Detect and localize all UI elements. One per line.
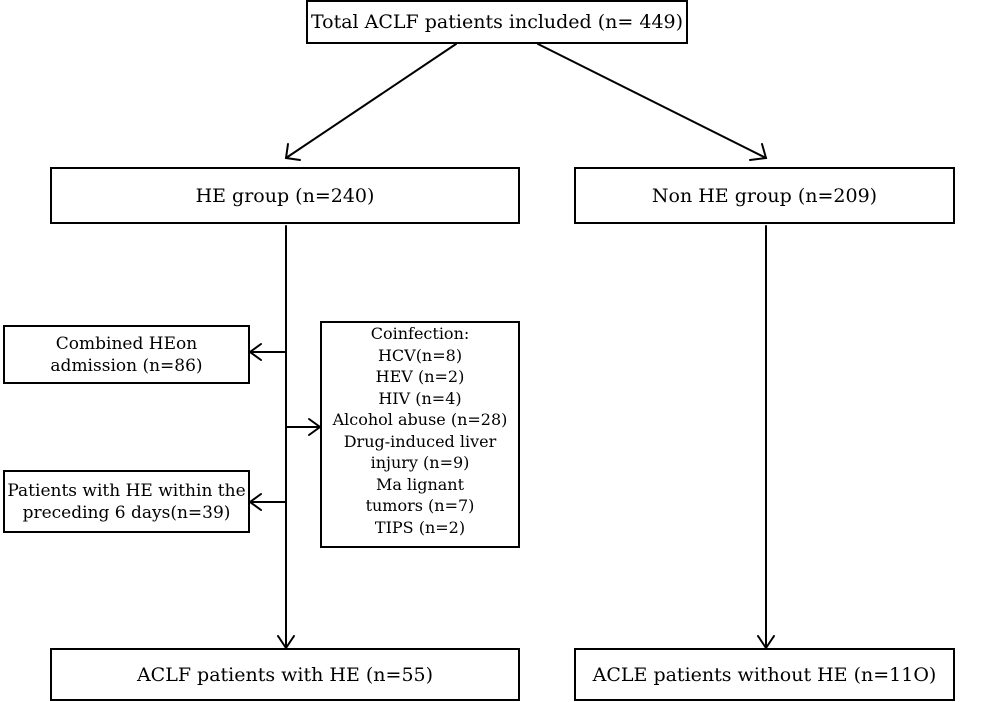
aclf-with-he-box: ACLF patients with HE (n=55) <box>50 648 520 701</box>
combined-line-1: Combined HEon <box>55 333 198 354</box>
coinfection-tips: TIPS (n=2) <box>374 517 466 537</box>
preceding-line-1: Patients with HE within the <box>7 480 246 501</box>
coinfection-hcv: HCV(n=8) <box>377 345 463 365</box>
total-patients-label: Total ACLF patients included (n= 449) <box>310 11 684 33</box>
coinfection-alcohol: Alcohol abuse (n=28) <box>332 410 508 429</box>
combined-line-2: admission (n=86) <box>50 355 203 376</box>
he-group-box: HE group (n=240) <box>50 167 520 224</box>
combined-he-admission-box: Combined HEon admission (n=86) <box>3 325 250 384</box>
he-group-label: HE group (n=240) <box>195 184 375 207</box>
arrowhead-he-group <box>284 143 301 161</box>
coinfection-hiv: HIV (n=4) <box>378 388 462 408</box>
arrowhead-non-he-group <box>749 143 768 161</box>
aclf-with-he-label: ACLF patients with HE (n=55) <box>136 663 434 686</box>
arrowhead-combined <box>248 343 262 361</box>
acle-without-he-box: ACLE patients without HE (n=11O) <box>574 648 955 701</box>
arrow-total-to-non-he <box>537 43 767 159</box>
coinfection-hev: HEV (n=2) <box>375 367 465 386</box>
preceding-line-2: preceding 6 days(n=39) <box>22 502 231 523</box>
preceding-he-box: Patients with HE within the preceding 6 … <box>3 470 250 533</box>
coinfection-box: Coinfection: HCV(n=8) HEV (n=2) HIV (n=4… <box>320 321 520 548</box>
coinfection-title: Coinfection: <box>370 324 470 343</box>
coinfection-tumor-line-1: Ma lignant <box>375 474 465 494</box>
coinfection-drug-line-2: injury (n=9) <box>370 453 470 472</box>
total-patients-box: Total ACLF patients included (n= 449) <box>306 0 688 44</box>
coinfection-tumor-line-2: tumors (n=7) <box>365 496 475 515</box>
coinfection-drug-line-1: Drug-induced liver <box>343 431 497 451</box>
non-he-group-label: Non HE group (n=209) <box>651 184 878 207</box>
non-he-group-box: Non HE group (n=209) <box>574 167 955 224</box>
acle-without-he-label: ACLE patients without HE (n=11O) <box>592 663 937 686</box>
arrow-total-to-he <box>285 43 457 159</box>
arrowhead-preceding <box>248 493 262 511</box>
